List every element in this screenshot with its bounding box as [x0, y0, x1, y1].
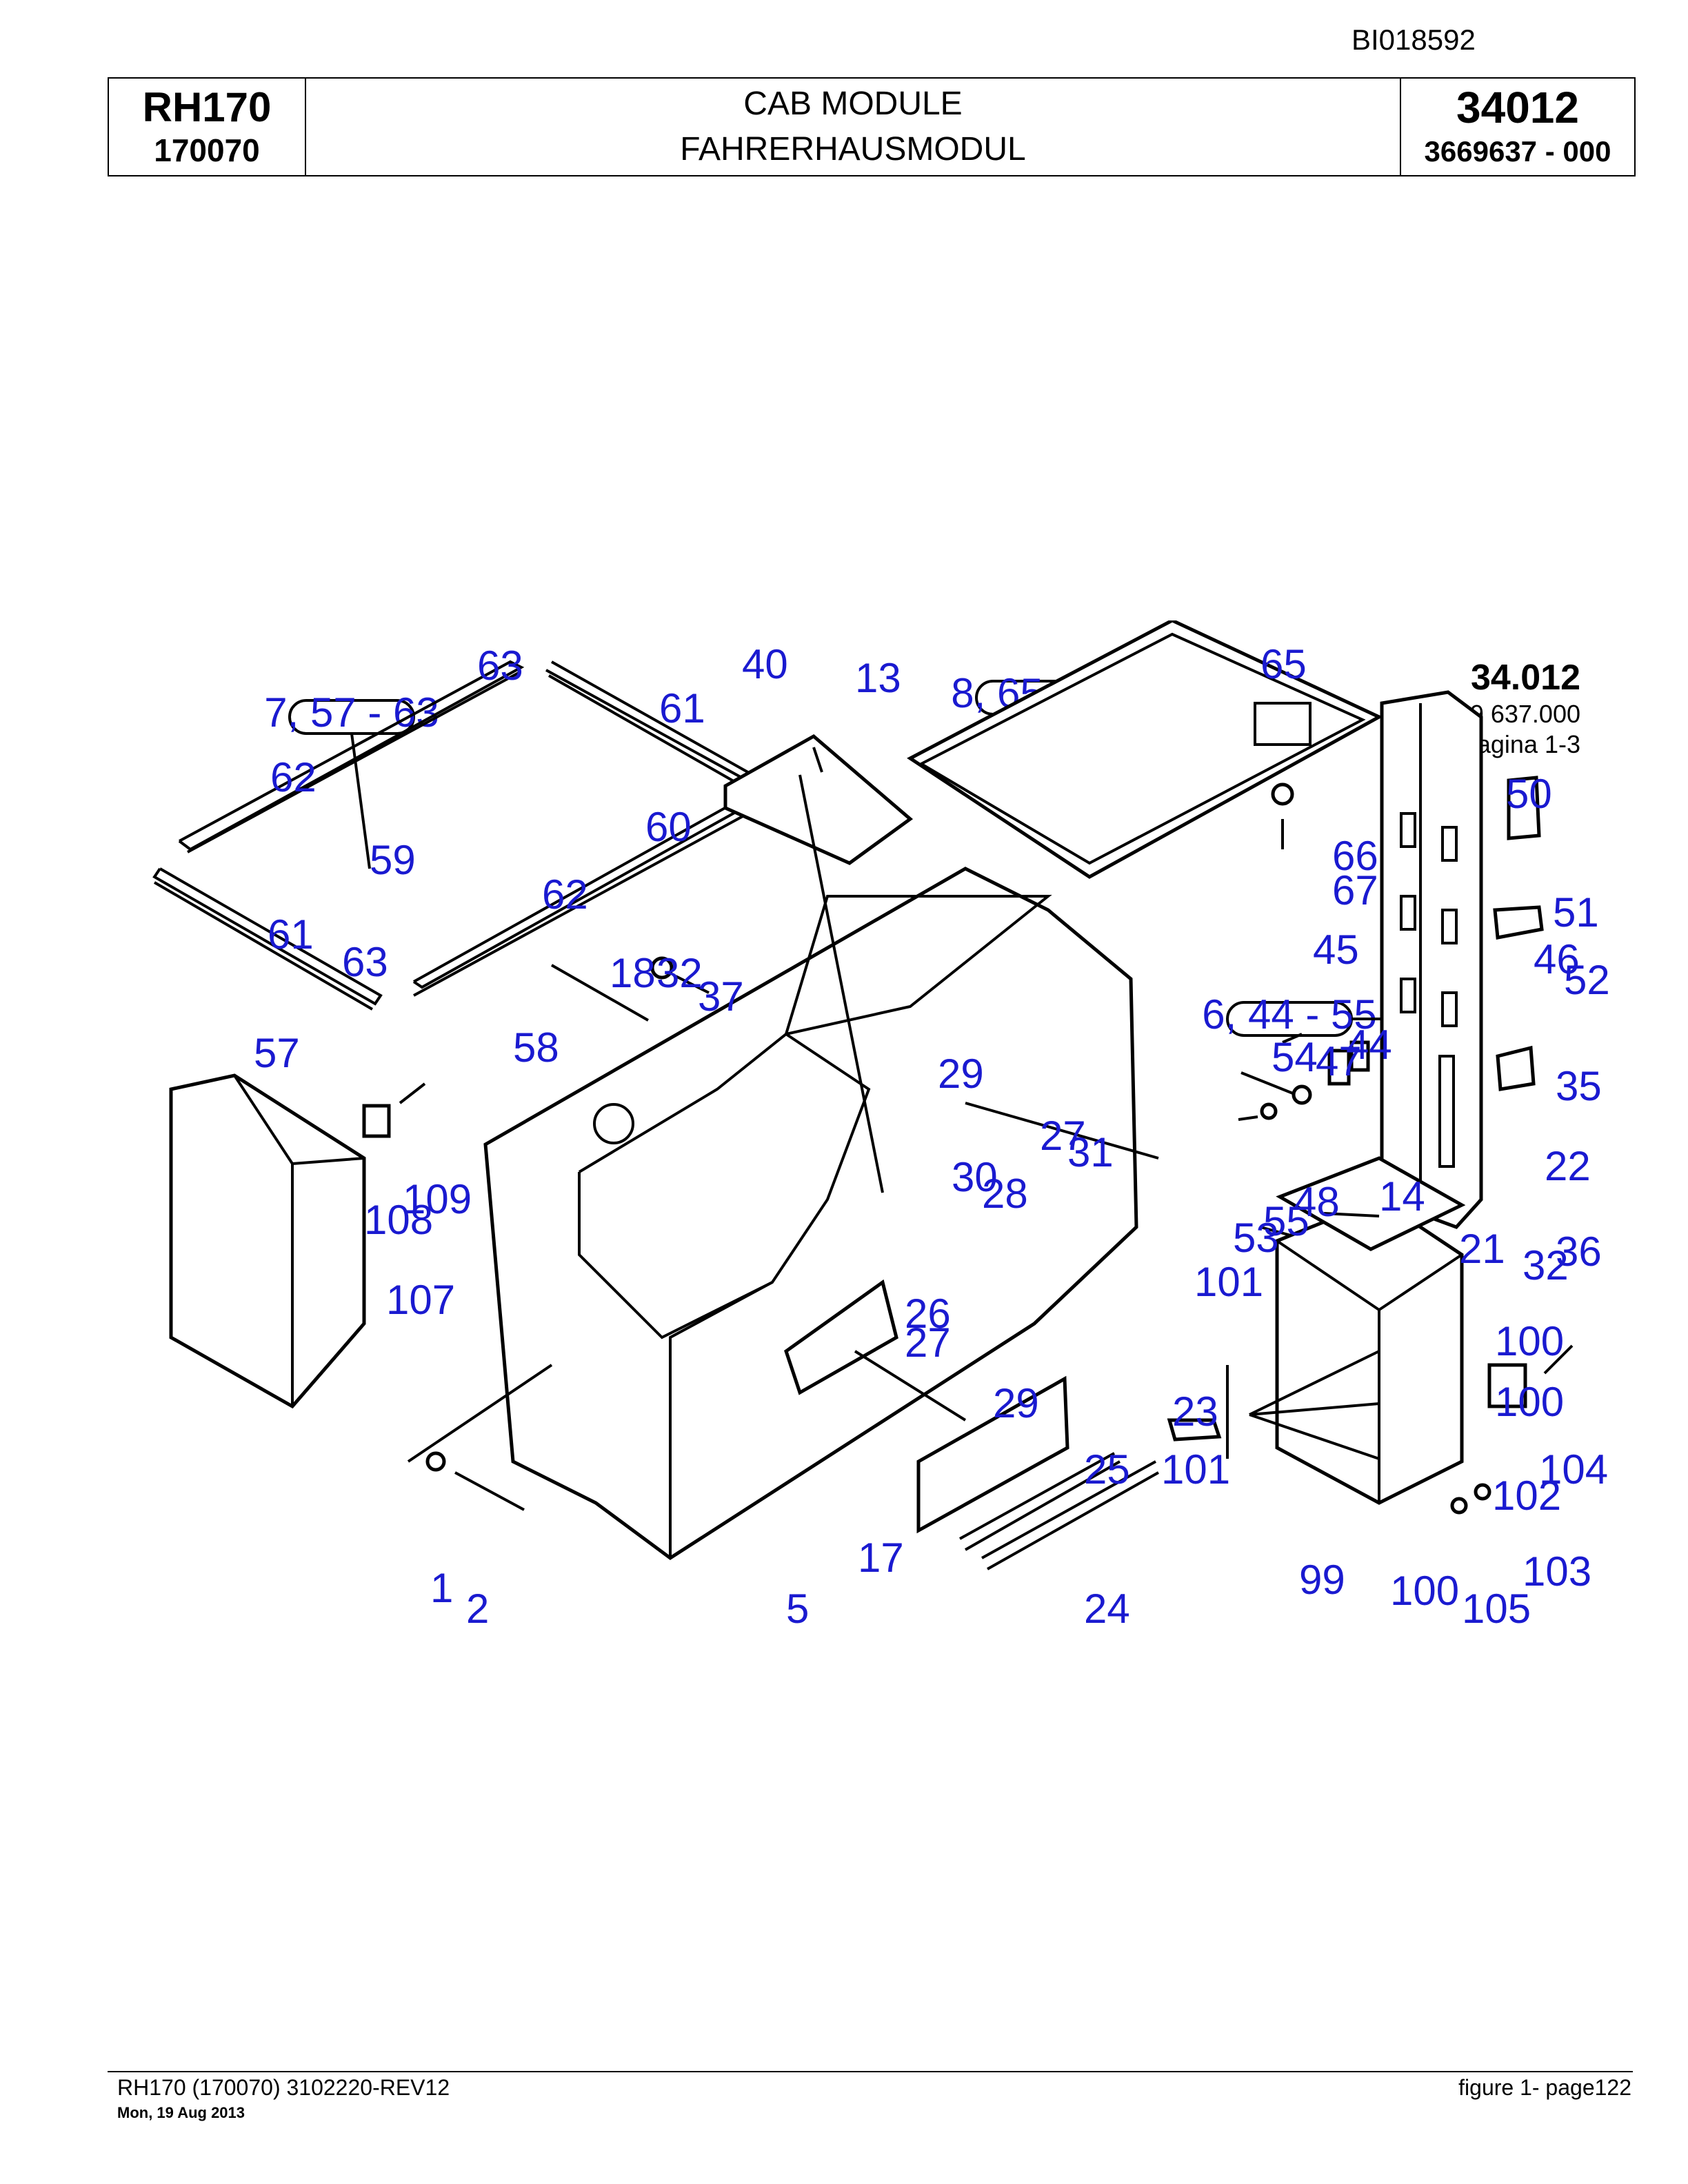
callout-100b: 100	[1495, 1379, 1564, 1425]
callout-44: 44	[1346, 1022, 1392, 1068]
group-cell: 34012 3669637 - 000	[1400, 79, 1634, 175]
exploded-parts-diagram: 34.012 3 669 637.000 page/pagina 1-3 7, …	[152, 620, 1610, 1632]
callout-24: 24	[1084, 1586, 1130, 1632]
callout-102: 102	[1492, 1473, 1561, 1519]
callout-31: 31	[1067, 1129, 1114, 1175]
callout-99: 99	[1299, 1557, 1345, 1603]
callout-53: 53	[1233, 1215, 1279, 1261]
callout-28: 28	[982, 1171, 1028, 1217]
callout-50: 50	[1506, 771, 1552, 817]
callout-100: 100	[1495, 1318, 1564, 1364]
callout-108: 108	[364, 1197, 433, 1243]
callout-104: 104	[1539, 1446, 1608, 1493]
callout-66: 66	[1332, 833, 1378, 879]
callout-103: 103	[1523, 1548, 1591, 1595]
callout-101: 101	[1194, 1259, 1263, 1305]
group-number: 34012	[1456, 83, 1579, 132]
callout-60: 60	[645, 804, 692, 850]
callout-67: 67	[1332, 867, 1378, 913]
callout-17: 17	[858, 1535, 904, 1581]
hardware-parts	[362, 747, 1574, 1515]
callout-30: 30	[952, 1154, 998, 1200]
callout-32: 32	[656, 950, 703, 996]
callout-51: 51	[1553, 889, 1599, 936]
callout-62b: 62	[542, 871, 588, 918]
svg-text:6, 44 - 55: 6, 44 - 55	[1202, 991, 1377, 1038]
door-panel	[1380, 690, 1483, 1229]
title-cell: CAB MODULE FAHRERHAUSMODUL	[306, 79, 1400, 175]
footer-model-rev: RH170 (170070) 3102220-REV12	[117, 2075, 450, 2100]
electrical-box	[169, 1073, 366, 1409]
callout-61: 61	[659, 685, 705, 731]
callout-107: 107	[386, 1277, 455, 1323]
callout-54: 54	[1272, 1034, 1318, 1080]
callout-55: 55	[1263, 1198, 1309, 1244]
callout-52: 52	[1564, 957, 1610, 1003]
callout-21: 21	[1459, 1226, 1505, 1272]
callout-100c: 100	[1390, 1568, 1459, 1614]
callout-29b: 29	[993, 1380, 1039, 1426]
callout-27b: 27	[905, 1320, 951, 1366]
cab-body	[483, 867, 1138, 1561]
reference-number: 34.012	[1471, 658, 1580, 698]
callout-18: 18	[610, 950, 656, 996]
callout-32b: 32	[1523, 1242, 1569, 1288]
callout-65: 65	[1260, 641, 1307, 687]
callout-58: 58	[513, 1024, 559, 1071]
callout-57: 57	[254, 1030, 300, 1076]
part-number: 3669637 - 000	[1424, 135, 1611, 168]
title-block: RH170 170070 CAB MODULE FAHRERHAUSMODUL …	[108, 77, 1636, 176]
callout-48: 48	[1294, 1179, 1340, 1225]
callout-22: 22	[1545, 1143, 1591, 1189]
callout-36: 36	[1556, 1228, 1602, 1275]
model-cell: RH170 170070	[109, 79, 306, 175]
callout-105: 105	[1462, 1586, 1531, 1632]
title-english: CAB MODULE	[743, 85, 963, 122]
callout-29: 29	[938, 1051, 984, 1097]
model-name: RH170	[142, 84, 272, 130]
callout-62: 62	[270, 754, 316, 800]
model-code: 170070	[154, 132, 260, 168]
callout-23: 23	[1172, 1388, 1218, 1435]
storage-cabinet	[1275, 1156, 1466, 1505]
footer-page: figure 1- page122	[1458, 2075, 1631, 2100]
callout-5: 5	[786, 1586, 809, 1632]
callout-2: 2	[466, 1586, 489, 1632]
callout-27: 27	[1040, 1113, 1086, 1159]
callout-45: 45	[1313, 927, 1359, 973]
callout-40: 40	[742, 641, 788, 687]
document-id: BI018592	[1352, 23, 1476, 56]
footer-date: Mon, 19 Aug 2013	[117, 2104, 245, 2121]
footer-rule	[108, 2071, 1633, 2072]
callout-1: 1	[430, 1565, 453, 1611]
callout-37: 37	[698, 973, 744, 1020]
title-german: FAHRERHAUSMODUL	[680, 131, 1026, 168]
floor-plate	[723, 734, 914, 865]
callout-labels: 63 40 13 65 61 62 50 59 60 66 67 51 62 6…	[254, 641, 1610, 1632]
roof-panel	[907, 620, 1383, 879]
callout-46: 46	[1534, 936, 1580, 982]
callout-63: 63	[477, 643, 523, 689]
callout-26: 26	[905, 1291, 951, 1337]
callout-35: 35	[1556, 1063, 1602, 1109]
callout-47: 47	[1316, 1038, 1362, 1084]
callout-63b: 63	[342, 939, 388, 985]
callout-61b: 61	[268, 911, 314, 958]
callout-101b: 101	[1161, 1446, 1230, 1493]
callout-13: 13	[855, 655, 901, 701]
callout-59: 59	[370, 837, 416, 883]
callout-25: 25	[1084, 1446, 1130, 1493]
callout-109: 109	[403, 1176, 472, 1222]
window-seals	[959, 1452, 1159, 1570]
side-window	[916, 1375, 1069, 1534]
leader-lines	[407, 774, 1380, 1463]
callout-14: 14	[1379, 1173, 1425, 1220]
